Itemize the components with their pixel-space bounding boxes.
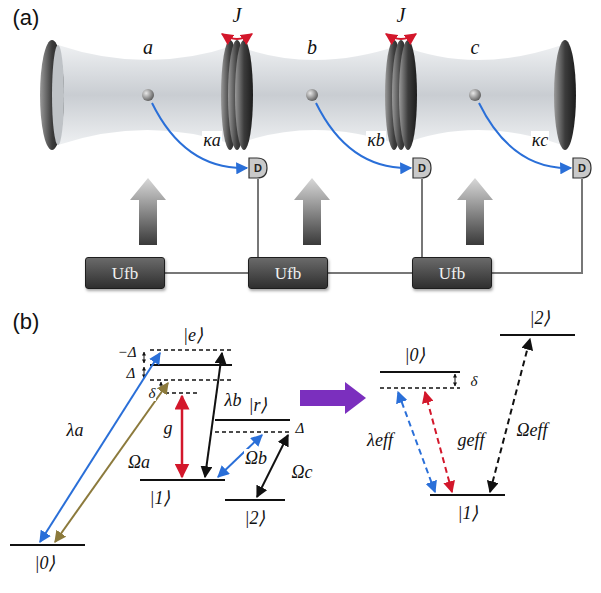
feedback-wire xyxy=(328,179,422,273)
detector: D xyxy=(248,157,268,179)
feedback-wire xyxy=(492,179,582,273)
symbol-label: |2⟩ xyxy=(529,309,552,327)
detector-label: D xyxy=(418,163,426,174)
detector-label: D xyxy=(254,163,262,174)
symbol-label: λb xyxy=(224,391,243,409)
symbol-label: Ωa xyxy=(127,453,151,471)
symbol-label: c xyxy=(470,37,481,57)
symbol-label: δ xyxy=(470,374,479,389)
symbol-label: Ωc xyxy=(290,463,313,481)
symbol-label: κa xyxy=(202,131,222,149)
feedback-box: Ufb xyxy=(85,257,165,289)
symbol-label: κb xyxy=(366,131,386,149)
symbol-label: J xyxy=(396,5,407,25)
symbol-label: g xyxy=(163,419,174,437)
symbol-label: geff xyxy=(457,431,486,449)
feedback-wire xyxy=(165,179,258,273)
symbol-label: |1⟩ xyxy=(457,504,480,522)
symbol-label: κc xyxy=(531,131,550,149)
panel-label: (a) xyxy=(12,7,41,29)
symbol-label: Δ xyxy=(126,366,137,381)
symbol-label: a xyxy=(142,37,154,57)
symbol-label: Ωeff xyxy=(515,421,548,439)
symbol-label: |1⟩ xyxy=(149,489,172,507)
symbol-label: Δ xyxy=(295,421,306,436)
symbol-label: b xyxy=(306,37,318,57)
symbol-label: |2⟩ xyxy=(244,509,267,527)
feedback-label: Ufb xyxy=(112,265,138,282)
feedback-box: Ufb xyxy=(248,257,328,289)
symbol-label: λeff xyxy=(366,431,394,449)
symbol-label: Ωb xyxy=(244,449,268,467)
detector-label: D xyxy=(578,163,586,174)
symbol-label: δ xyxy=(148,386,157,401)
symbol-label: λa xyxy=(66,421,85,439)
detector: D xyxy=(572,157,592,179)
feedback-label: Ufb xyxy=(439,265,465,282)
detector: D xyxy=(412,157,432,179)
symbol-label: J xyxy=(232,5,243,25)
feedback-box: Ufb xyxy=(412,257,492,289)
symbol-label: |r⟩ xyxy=(248,396,269,414)
panel-label: (b) xyxy=(12,311,41,333)
symbol-label: −Δ xyxy=(117,345,138,360)
symbol-label: |0⟩ xyxy=(404,346,427,364)
feedback-label: Ufb xyxy=(275,265,301,282)
symbol-label: |e⟩ xyxy=(182,326,204,344)
symbol-label: |0⟩ xyxy=(34,554,57,572)
